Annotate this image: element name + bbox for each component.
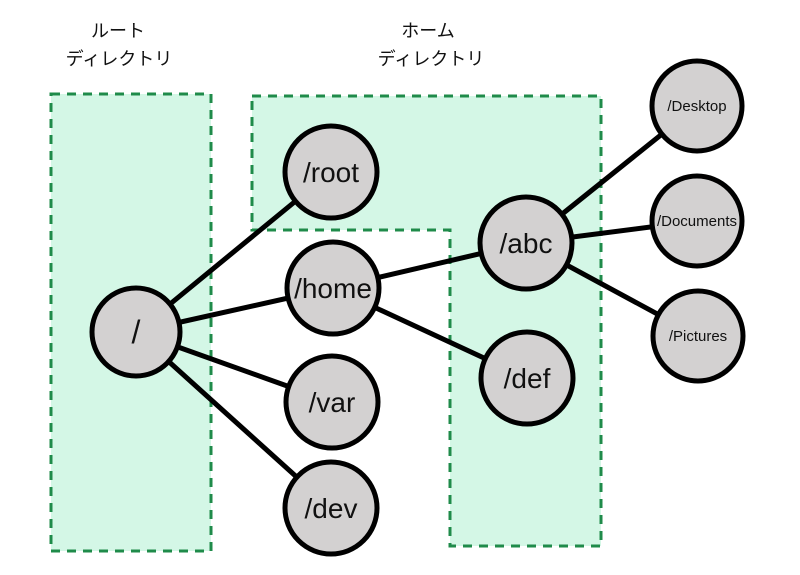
node-abc: /abc bbox=[477, 194, 575, 292]
node-root: /root bbox=[282, 123, 380, 221]
node-def-label: /def bbox=[504, 363, 551, 394]
node-desktop-label: /Desktop bbox=[667, 98, 726, 115]
node-abc-label: /abc bbox=[500, 228, 553, 259]
node-documents-label: /Documents bbox=[657, 213, 737, 230]
node-slash: / bbox=[89, 285, 183, 379]
node-pictures-label: /Pictures bbox=[669, 328, 727, 345]
node-var-circle bbox=[283, 353, 381, 451]
home-directory-label-line2: ディレクトリ bbox=[378, 49, 485, 69]
node-pictures-circle bbox=[650, 288, 746, 384]
node-abc-circle bbox=[477, 194, 575, 292]
root-directory-label-line2: ディレクトリ bbox=[66, 49, 173, 69]
node-def: /def bbox=[478, 329, 576, 427]
node-slash-label: / bbox=[132, 314, 141, 350]
node-dev-circle bbox=[282, 459, 380, 557]
node-home: /home bbox=[284, 239, 382, 337]
node-dev: /dev bbox=[282, 459, 380, 557]
node-slash-circle bbox=[89, 285, 183, 379]
node-def-circle bbox=[478, 329, 576, 427]
home-directory-label-line1: ホーム bbox=[401, 21, 454, 41]
root-directory-label-line1: ルート bbox=[91, 21, 145, 41]
node-documents: /Documents bbox=[649, 173, 745, 269]
node-pictures: /Pictures bbox=[650, 288, 746, 384]
node-home-label: /home bbox=[294, 273, 372, 304]
node-var-label: /var bbox=[309, 387, 356, 418]
node-root-label: /root bbox=[303, 157, 359, 188]
node-documents-circle bbox=[649, 173, 745, 269]
node-home-circle bbox=[284, 239, 382, 337]
node-var: /var bbox=[283, 353, 381, 451]
node-desktop-circle bbox=[649, 58, 745, 154]
node-dev-label: /dev bbox=[305, 493, 358, 524]
node-root-circle bbox=[282, 123, 380, 221]
node-desktop: /Desktop bbox=[649, 58, 745, 154]
